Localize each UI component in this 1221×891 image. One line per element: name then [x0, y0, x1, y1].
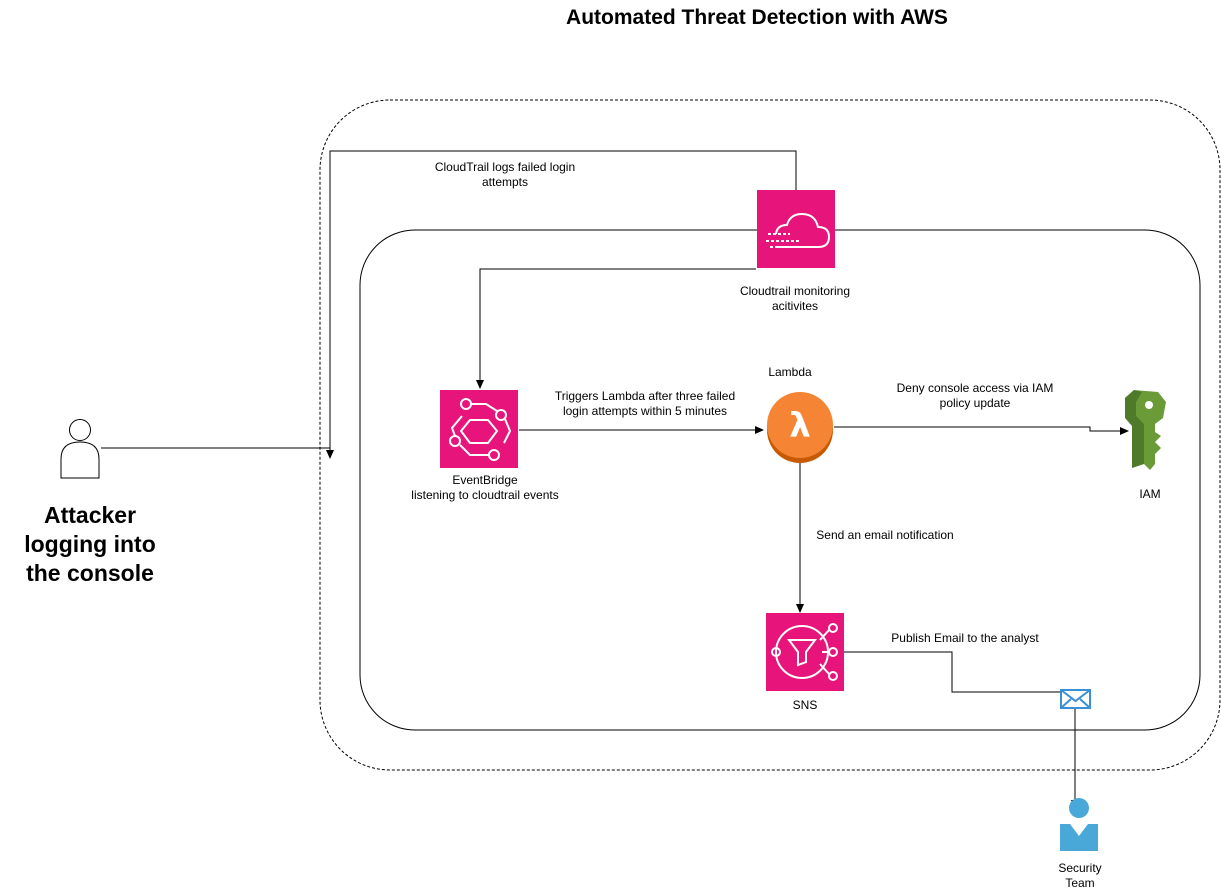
edge-sns-to-email — [844, 651, 1062, 693]
node-label-eventbridge: EventBridge listening to cloudtrail even… — [411, 473, 559, 502]
attacker-label: Attacker logging into the console — [24, 502, 156, 586]
lambda-icon: λ — [767, 392, 833, 463]
key-icon — [1125, 390, 1166, 470]
user-icon — [60, 419, 100, 479]
edge-label-cloudtrail-logs: CloudTrail logs failed login attempts — [434, 160, 576, 189]
outer-boundary — [319, 99, 1221, 771]
edge-label-deny-access: Deny console access via IAM policy updat… — [896, 381, 1054, 410]
page-title: Automated Threat Detection with AWS — [566, 6, 948, 29]
funnel-broadcast-icon — [766, 613, 844, 691]
node-label-iam: IAM — [1139, 487, 1161, 501]
svg-text:λ: λ — [789, 406, 811, 446]
hexagon-network-icon — [440, 390, 518, 468]
cloud-icon — [757, 190, 835, 268]
edge-label-publish-email: Publish Email to the analyst — [891, 631, 1039, 645]
node-label-sns: SNS — [792, 698, 818, 712]
edge-lambda-to-iam — [834, 426, 1129, 435]
edge-label-triggers-lambda: Triggers Lambda after three failed login… — [554, 389, 736, 418]
node-label-cloudtrail: Cloudtrail monitoring acitivites — [739, 284, 851, 313]
edge-cloudtrail-logs — [326, 150, 797, 459]
edge-label-send-email: Send an email notification — [816, 528, 954, 542]
node-label-lambda: Lambda — [768, 365, 812, 379]
person-icon — [1060, 798, 1098, 851]
node-label-security-team: Security Team — [1058, 861, 1102, 890]
edge-cloudtrail-to-eventbridge — [476, 268, 756, 389]
envelope-icon — [1060, 689, 1091, 709]
